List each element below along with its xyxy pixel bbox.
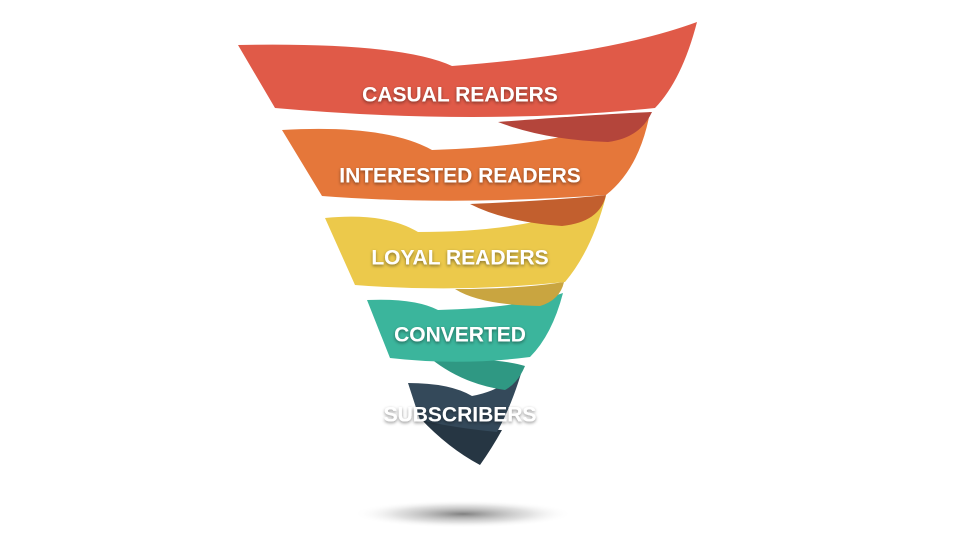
funnel-shadow — [353, 500, 573, 528]
band-back — [470, 195, 606, 226]
band-front — [238, 22, 697, 117]
stage-loyal — [325, 196, 606, 306]
stage-label-converted: CONVERTED — [394, 324, 526, 347]
stage-label-loyal: LOYAL READERS — [371, 247, 548, 270]
band-front — [367, 293, 563, 362]
band-back — [430, 358, 525, 390]
band-front — [408, 367, 523, 432]
stage-label-subscribers: SUBSCRIBERS — [384, 404, 537, 427]
stage-label-casual: CASUAL READERS — [362, 84, 558, 107]
band-back — [498, 112, 652, 142]
stage-interested — [282, 112, 650, 226]
stage-subscribers — [408, 367, 523, 465]
stage-converted — [367, 293, 563, 390]
band-front — [282, 112, 650, 201]
stage-label-interested: INTERESTED READERS — [339, 165, 581, 188]
band-back — [455, 282, 564, 306]
stage-casual — [238, 22, 697, 142]
band-front — [325, 196, 606, 289]
